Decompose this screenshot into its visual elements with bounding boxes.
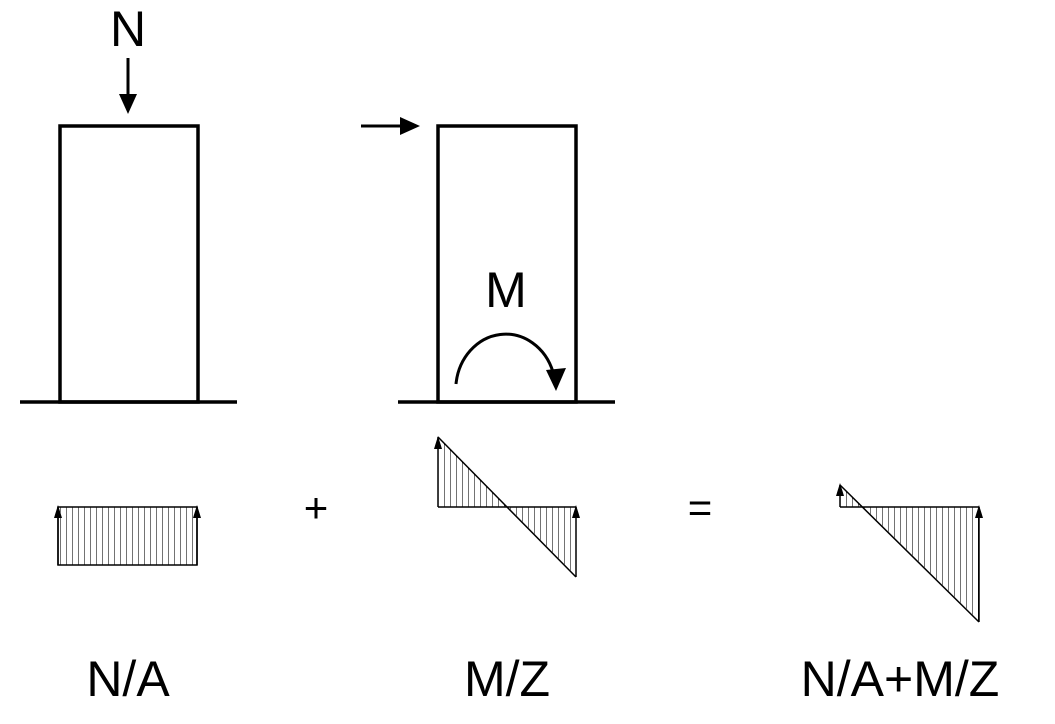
column-axial: N bbox=[20, 1, 237, 404]
label-axial-stress: N/A bbox=[86, 651, 170, 707]
stress-diagram-bending bbox=[434, 436, 580, 578]
horizontal-force-arrow bbox=[361, 117, 420, 135]
label-bending-stress: M/Z bbox=[464, 651, 550, 707]
stress-arrowhead-left bbox=[54, 505, 62, 565]
axial-force-label: N bbox=[110, 1, 146, 57]
stress-diagram-axial bbox=[54, 505, 201, 566]
bending-arrowhead-right bbox=[572, 505, 580, 518]
combined-arrowhead-left bbox=[836, 483, 844, 496]
bending-arrowhead-left bbox=[434, 436, 442, 449]
column-body-left bbox=[58, 124, 200, 404]
equals-sign: = bbox=[688, 484, 713, 531]
label-combined-stress: N/A+M/Z bbox=[801, 651, 1000, 707]
stress-arrowhead-right bbox=[193, 505, 201, 565]
axial-force-arrow bbox=[119, 58, 137, 114]
column-bending: M bbox=[361, 117, 615, 404]
plus-sign: + bbox=[304, 484, 329, 531]
moment-arrow-icon bbox=[454, 332, 566, 391]
combined-arrowhead-right bbox=[975, 505, 983, 518]
stress-diagram-combined bbox=[836, 483, 983, 623]
moment-label: M bbox=[485, 262, 527, 318]
